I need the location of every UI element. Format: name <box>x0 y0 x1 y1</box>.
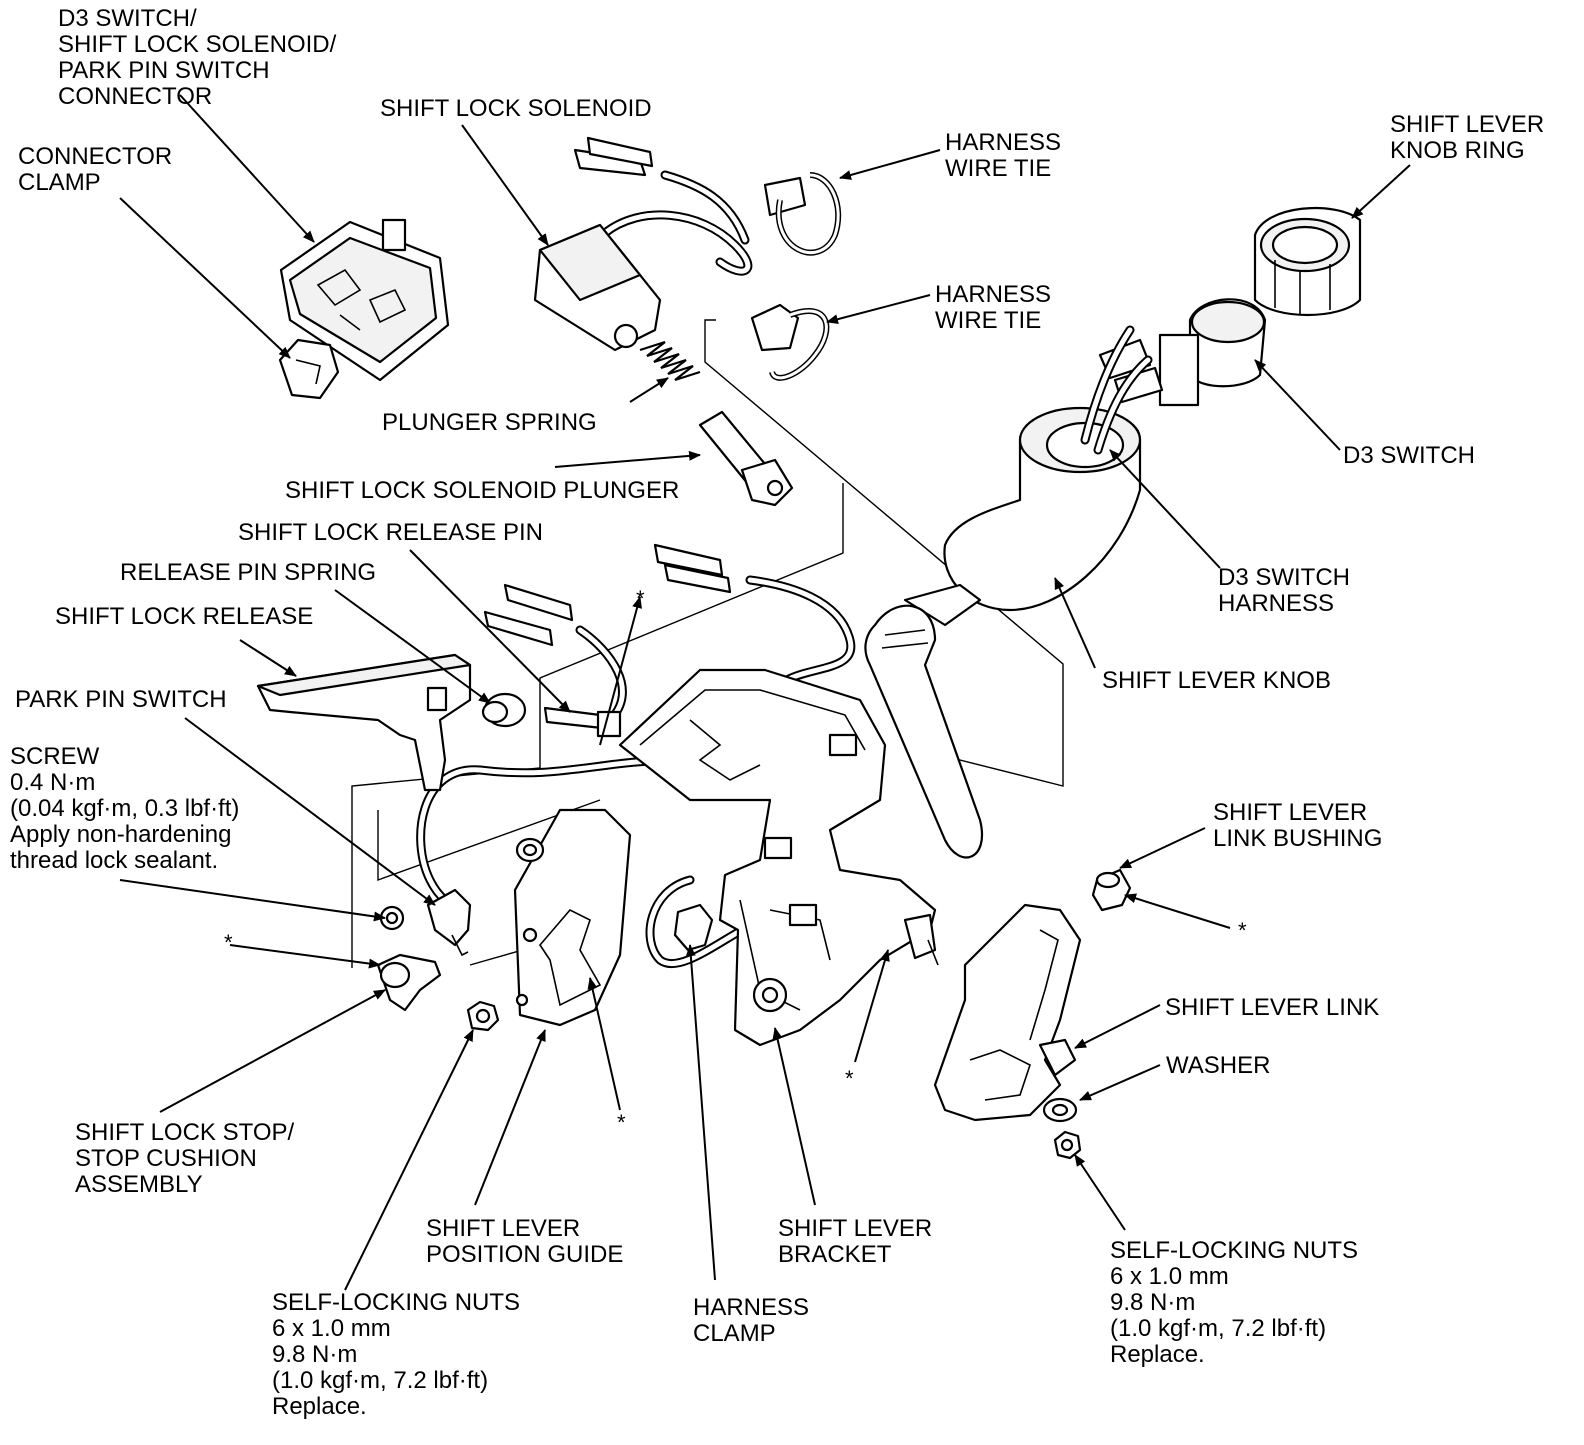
label-self-locking-nuts-left: SELF-LOCKING NUTS 6 x 1.0 mm 9.8 N·m (1.… <box>272 1289 521 1420</box>
asterisk-marker: * <box>617 1110 626 1135</box>
leader-lines <box>119 94 1411 1291</box>
shift-lever-shaft-part <box>864 583 983 859</box>
label-harness-wire-tie-mid: HARNESS WIRE TIE <box>935 281 1052 334</box>
label-connector-clamp: CONNECTOR CLAMP <box>18 143 173 196</box>
label-self-locking-nuts-right: SELF-LOCKING NUTS 6 x 1.0 mm 9.8 N·m (1.… <box>1110 1237 1359 1368</box>
shift-lever-knob-ring-part <box>1253 206 1362 317</box>
label-shift-lever-link: SHIFT LEVER LINK <box>1165 994 1380 1021</box>
shift-lever-link-part <box>933 903 1082 1122</box>
label-shift-lever-bracket: SHIFT LEVER BRACKET <box>778 1215 933 1268</box>
label-d3-switch: D3 SWITCH <box>1343 442 1475 469</box>
label-shift-lever-link-bushing: SHIFT LEVER LINK BUSHING <box>1213 799 1383 852</box>
park-pin-switch-part <box>426 888 472 957</box>
connector-clamp-part <box>278 338 340 400</box>
shift-lock-stop-part <box>376 953 442 1012</box>
label-shift-lock-stop: SHIFT LOCK STOP/ STOP CUSHION ASSEMBLY <box>75 1119 295 1198</box>
label-washer: WASHER <box>1166 1052 1271 1079</box>
label-park-pin-switch: PARK PIN SWITCH <box>15 686 227 713</box>
shift-lever-bracket-part <box>618 668 939 1047</box>
release-pin-spring-part <box>481 692 527 728</box>
harness-clamp-part <box>673 903 714 952</box>
washer-part <box>1042 1097 1078 1123</box>
guide-lines <box>351 319 1064 968</box>
label-harness-wire-tie-top: HARNESS WIRE TIE <box>945 129 1062 182</box>
shift-lock-solenoid-part <box>533 136 753 352</box>
label-shift-lock-release-pin: SHIFT LOCK RELEASE PIN <box>238 519 543 546</box>
shift-lever-position-guide-part <box>513 808 632 1027</box>
label-shift-lever-position-guide: SHIFT LEVER POSITION GUIDE <box>426 1215 624 1268</box>
label-shift-lever-knob: SHIFT LEVER KNOB <box>1102 667 1331 694</box>
label-d3-switch-harness: D3 SWITCH HARNESS <box>1218 564 1350 617</box>
self-locking-nut-right-part <box>1053 1130 1082 1160</box>
label-screw: SCREW 0.4 N·m (0.04 kgf·m, 0.3 lbf·ft) A… <box>10 743 240 874</box>
label-release-pin-spring: RELEASE PIN SPRING <box>120 559 377 586</box>
label-d3-switch-connector: D3 SWITCH/ SHIFT LOCK SOLENOID/ PARK PIN… <box>58 5 337 110</box>
asterisk-marker: * <box>636 586 645 611</box>
label-shift-lock-solenoid-plunger: SHIFT LOCK SOLENOID PLUNGER <box>285 477 680 504</box>
d3-switch-part <box>1098 298 1267 407</box>
shift-lock-release-part <box>256 653 472 792</box>
d3-switch-connector-part <box>279 218 450 382</box>
label-shift-lock-solenoid: SHIFT LOCK SOLENOID <box>380 95 652 122</box>
shift-lever-link-bushing-part <box>1091 868 1132 912</box>
harness-wire-tie-top-part <box>763 172 842 256</box>
harness-wire-tie-mid-part <box>750 303 830 381</box>
label-harness-clamp: HARNESS CLAMP <box>693 1294 810 1347</box>
self-locking-nut-left-part <box>466 1000 500 1032</box>
label-shift-lever-knob-ring: SHIFT LEVER KNOB RING <box>1390 111 1545 164</box>
plunger-spring-part <box>639 340 701 382</box>
label-plunger-spring: PLUNGER SPRING <box>382 409 597 436</box>
asterisk-marker: * <box>845 1066 854 1091</box>
asterisk-marker: * <box>1238 918 1247 943</box>
label-shift-lock-release: SHIFT LOCK RELEASE <box>55 603 314 630</box>
shift-lock-solenoid-plunger-part <box>698 410 794 507</box>
asterisk-marker: * <box>224 930 233 955</box>
